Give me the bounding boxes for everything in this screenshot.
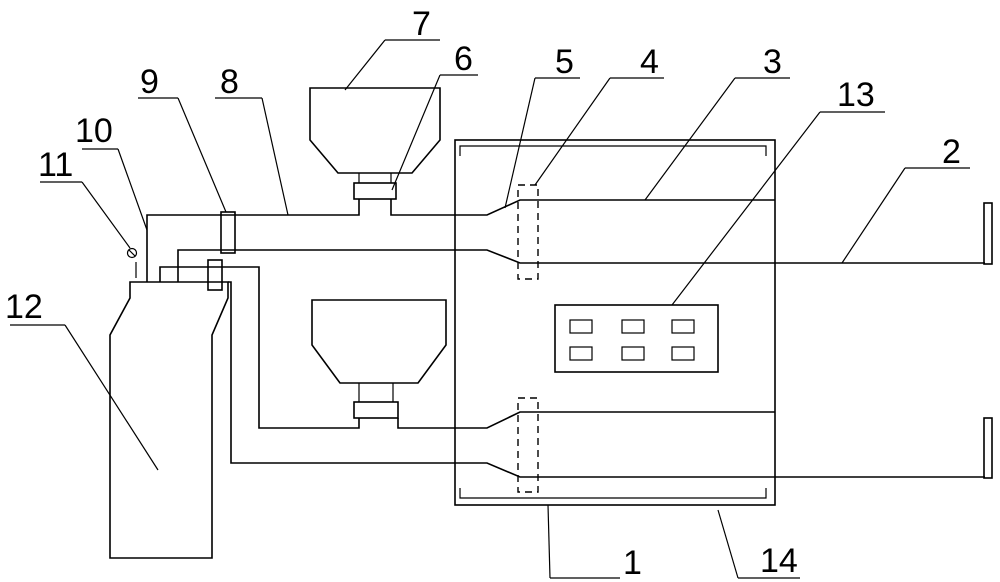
label-9: 9	[140, 63, 159, 101]
label-3: 3	[763, 43, 782, 81]
control-button	[621, 319, 645, 334]
leader-6	[391, 74, 441, 191]
control-panel	[554, 304, 719, 373]
leader-lines	[10, 39, 970, 579]
lower-outlet-stop	[983, 417, 993, 479]
upper-flange	[517, 184, 539, 280]
housing	[454, 139, 776, 506]
leader-4	[534, 77, 611, 186]
lower-pipe-bottom-wall	[228, 281, 775, 478]
leader-10	[117, 148, 148, 231]
control-button	[621, 346, 645, 361]
lower-flange	[517, 397, 539, 493]
label-7: 7	[412, 5, 431, 43]
leader-5	[504, 77, 536, 209]
lower-pipe-top-wall	[159, 266, 360, 429]
control-button	[569, 319, 593, 334]
control-panel-frame	[554, 304, 719, 373]
label-13: 13	[837, 76, 875, 114]
lower-hopper-body	[311, 299, 447, 384]
reference-numerals: 1 2 3 4 5 6 7 8 9 10 11 12 13 14	[5, 5, 961, 582]
lower-valve	[353, 401, 399, 419]
lower-pipe-top-wall-right	[397, 411, 775, 429]
label-6: 6	[454, 40, 473, 78]
label-12: 12	[5, 288, 43, 326]
housing-inner-top	[459, 145, 767, 156]
label-11: 11	[38, 146, 73, 184]
lower-pipe	[159, 259, 993, 493]
leader-13	[671, 111, 821, 306]
label-8: 8	[220, 63, 239, 101]
control-button	[569, 346, 593, 361]
label-10: 10	[75, 112, 113, 150]
control-button	[671, 319, 695, 334]
pressure-gauge-needle	[128, 249, 136, 257]
gas-cylinder-body	[109, 281, 229, 559]
label-2: 2	[942, 133, 961, 171]
label-4: 4	[640, 43, 659, 81]
label-14: 14	[760, 542, 798, 580]
leader-9	[177, 97, 227, 213]
label-1: 1	[623, 544, 642, 582]
control-button	[671, 346, 695, 361]
upper-valve	[353, 182, 397, 200]
upper-outlet-stop	[983, 202, 993, 265]
housing-inner-bottom	[459, 488, 767, 499]
upper-flow-valve	[220, 211, 236, 254]
lower-hopper	[311, 299, 447, 419]
leader-2	[841, 167, 906, 264]
leader-7	[344, 39, 386, 91]
upper-hopper-body	[309, 87, 441, 174]
upper-hopper	[309, 87, 441, 200]
leader-14	[717, 509, 739, 579]
housing-outer	[454, 139, 776, 506]
upper-pipe-bottom-wall	[177, 249, 775, 282]
leader-1	[547, 504, 551, 579]
lower-flow-valve	[207, 259, 223, 291]
pressure-gauge-icon	[126, 247, 138, 259]
leader-8	[261, 97, 289, 216]
upper-pipe-top-wall	[146, 199, 360, 282]
gas-cylinder	[109, 247, 229, 559]
leader-12	[64, 324, 159, 471]
leader-3	[644, 77, 736, 201]
leader-11	[81, 181, 131, 249]
upper-pipe-top-wall-right	[390, 199, 775, 216]
label-5: 5	[555, 43, 574, 81]
upper-pipe	[146, 184, 993, 282]
